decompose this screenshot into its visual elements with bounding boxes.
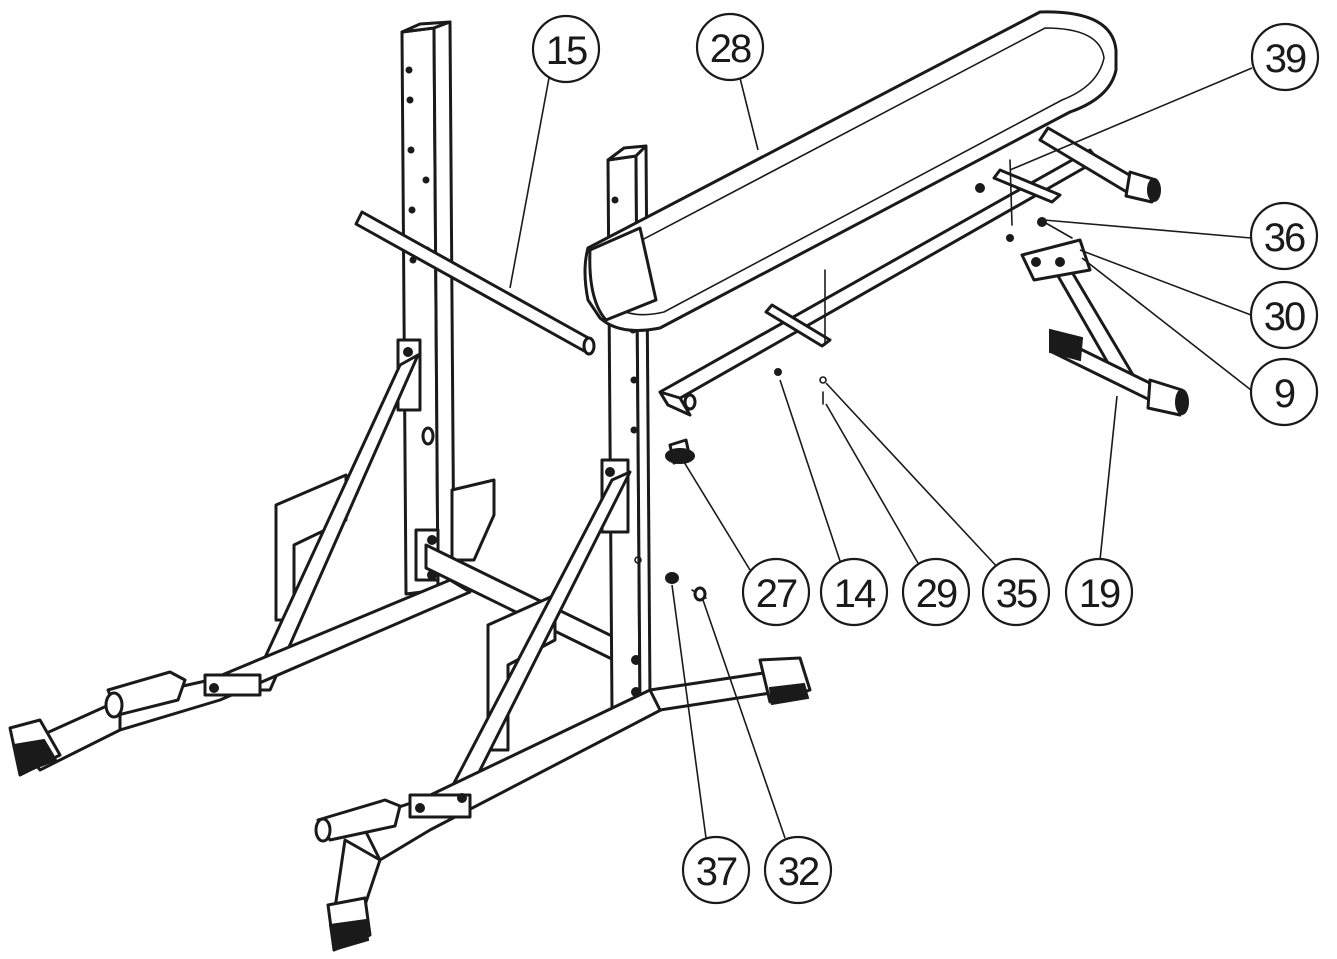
callout-35-label: 35	[996, 572, 1037, 616]
callout-15: 15	[531, 14, 601, 84]
callout-15-label: 15	[546, 29, 587, 73]
bar-rod-15	[354, 210, 596, 356]
bench-pad-28	[583, 10, 1118, 332]
callout-28-label: 28	[710, 27, 751, 71]
callout-30: 30	[1249, 280, 1319, 350]
callout-27: 27	[741, 557, 811, 627]
callout-27-label: 27	[756, 572, 797, 616]
callout-37: 37	[681, 835, 751, 905]
callout-32: 32	[763, 835, 833, 905]
callout-29-label: 29	[916, 572, 957, 616]
callout-37-label: 37	[696, 850, 737, 894]
callout-14-label: 14	[834, 572, 876, 616]
leader-lines	[509, 67, 1253, 839]
front-leg-19	[1020, 238, 1189, 417]
callout-30-label: 30	[1264, 295, 1305, 339]
callout-9-label: 9	[1274, 372, 1295, 416]
front-base	[314, 470, 812, 952]
callout-29: 29	[901, 557, 971, 627]
callout-14: 14	[819, 557, 889, 627]
callout-32-label: 32	[778, 850, 819, 894]
hardware	[634, 217, 1073, 602]
callout-36-label: 36	[1264, 216, 1305, 260]
callout-35: 35	[981, 557, 1051, 627]
callout-9: 9	[1249, 357, 1319, 427]
callout-28: 28	[695, 12, 765, 82]
callout-39: 39	[1250, 22, 1320, 92]
callout-36: 36	[1249, 201, 1319, 271]
callout-19: 19	[1064, 557, 1134, 627]
rear-roller-tube	[1038, 126, 1161, 204]
rear-base	[8, 353, 496, 777]
rear-upright	[396, 20, 456, 596]
callout-39-label: 39	[1265, 37, 1306, 81]
callout-19-label: 19	[1079, 572, 1120, 616]
